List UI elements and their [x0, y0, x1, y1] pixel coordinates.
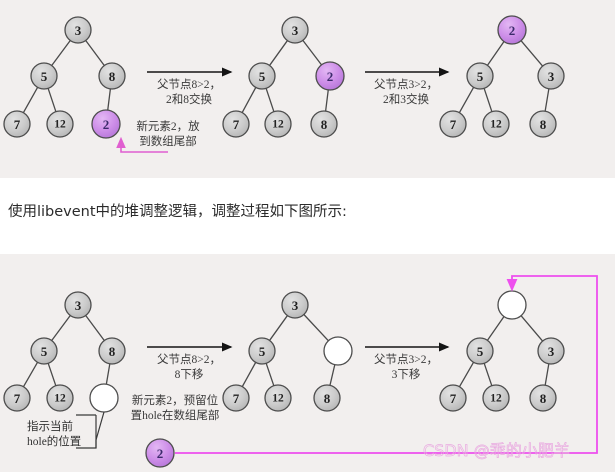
bottom-diagram-panel — [0, 254, 615, 472]
top-diagram-panel — [0, 0, 615, 178]
caption-text: 使用libevent中的堆调整逻辑，调整过程如下图所示: — [8, 204, 347, 220]
